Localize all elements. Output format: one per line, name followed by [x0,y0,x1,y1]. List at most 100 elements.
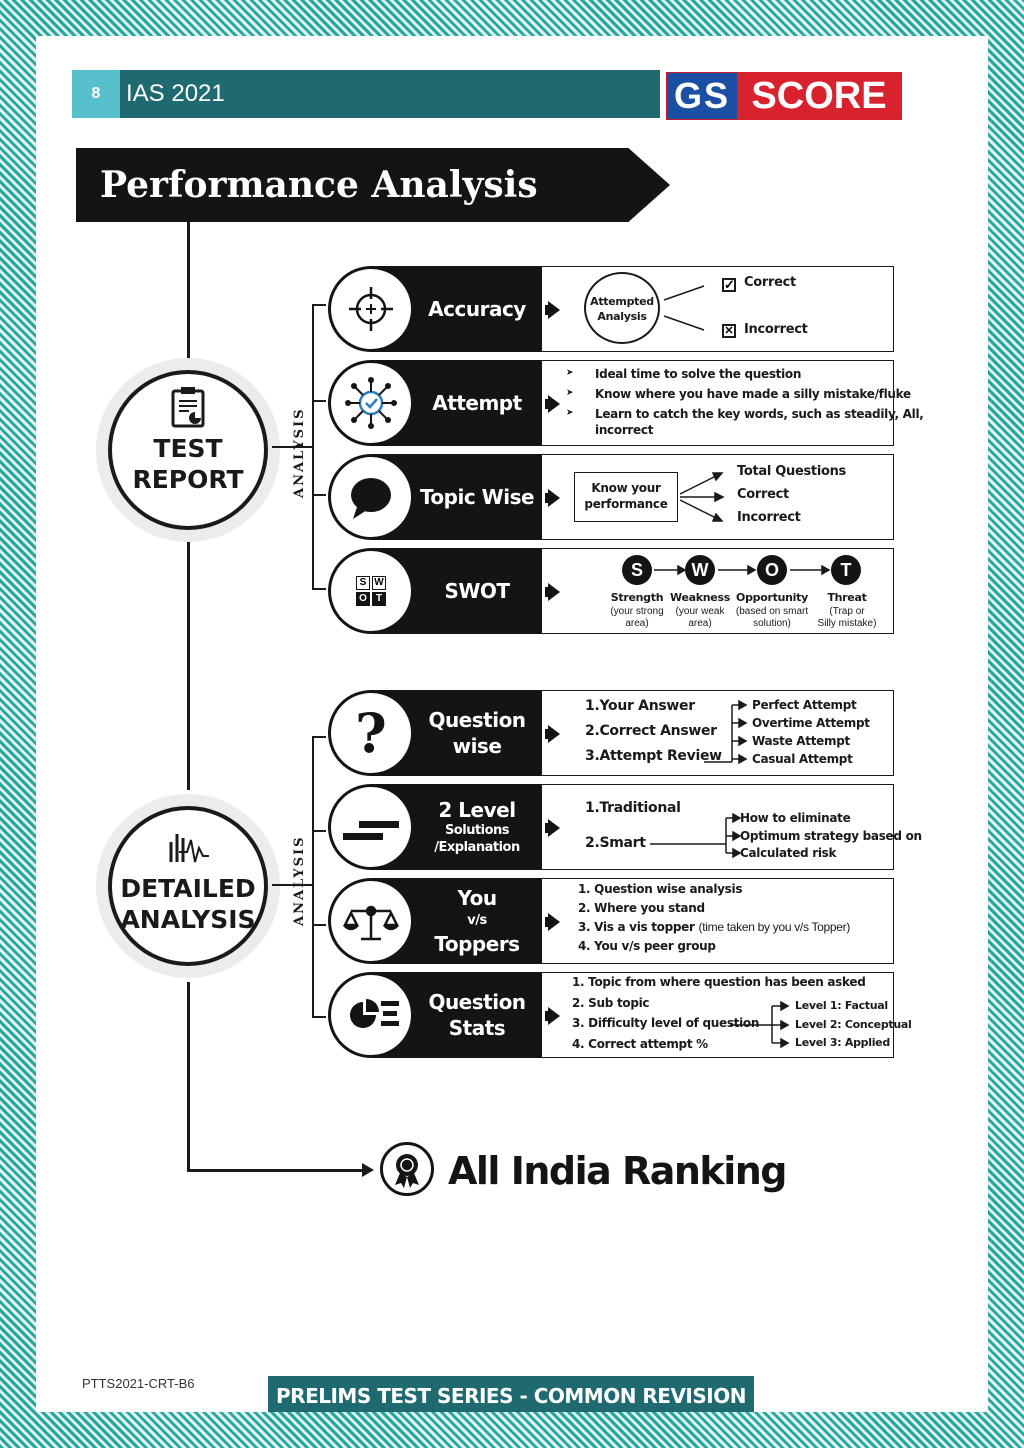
title-banner [76,148,670,222]
toppers-item: 1. Question wise analysis [578,882,743,896]
attempt-bullet: Learn to catch the key words, such as st… [595,407,924,421]
row-toppers: You v/s Toppers 1. Question wise analysi… [328,878,894,964]
two-level-label: 2 Level Solutions /Explanation [434,798,520,855]
attempt-label: Attempt [432,391,522,415]
swot-name: Opportunity [736,591,808,604]
branch-tick [312,1016,326,1018]
topic-item: Total Questions [737,464,846,479]
swot-icon-letter: T [372,592,386,606]
qw-item: 2.Correct Answer [585,723,717,739]
branch-line [312,736,314,1018]
incorrect-label: Incorrect [744,322,808,337]
connector-line [187,1169,365,1172]
swot-name: Strength [610,591,664,604]
swot-desc: solution) [753,618,791,629]
branch-tick [312,830,326,832]
page: 8 IAS 2021 GS SCORE Performance Analysis… [36,36,988,1412]
toppers-item: 4. You v/s peer group [578,939,716,953]
checkbox-cross-icon: ✕ [722,324,736,338]
stats-level: Level 3: Applied [795,1036,890,1049]
swot-grid-icon: S W O T [329,549,413,633]
stats-item: 2. Sub topic [572,996,650,1010]
waveform-icon [169,834,209,863]
swot-desc: (based on smart [735,606,809,617]
swot-o-badge: O [757,555,787,585]
two-level-outcome: How to eliminate [740,811,851,825]
know-performance-box [574,472,678,522]
two-level-item: 1.Traditional [585,800,681,816]
page-title: Performance Analysis [100,164,538,206]
arrow-icon [548,489,560,507]
logo-gs: GS [667,73,737,119]
analysis-side-label: ANALYSIS [292,407,307,498]
crosshair-icon [329,267,413,351]
swot-icon-letter: S [356,576,370,590]
outcome-bracket [704,699,748,765]
attempted-analysis-circle [584,272,660,344]
levels-bars-icon [329,785,413,869]
topic-wise-label: Topic Wise [419,485,535,509]
connector-line [187,222,190,362]
branch-line [272,446,312,448]
bullet-icon: ➤ [566,368,574,378]
toppers-item: 2. Where you stand [578,901,705,915]
document-code: PTTS2021-CRT-B6 [82,1376,195,1391]
toppers-label: You v/s Toppers [434,886,520,956]
award-ribbon-icon [380,1142,434,1196]
speech-bubble-icon [329,455,413,539]
stats-item: 3. Difficulty level of question [572,1016,760,1030]
two-level-outcome: Optimum strategy based on [740,829,922,843]
logo-score: SCORE [737,73,901,119]
bullet-icon: ➤ [566,388,574,398]
attempt-bullet: Know where you have made a silly mistake… [595,387,911,401]
level-bracket [730,1000,790,1049]
arrow-icon [548,725,560,743]
row-accuracy: Accuracy Attempted Analysis ✓ Correct ✕ … [328,266,894,352]
two-level-item: 2.Smart [585,835,646,851]
arrow-icon [548,301,560,319]
row-topic-wise: Topic Wise Know your performance Total Q… [328,454,894,540]
network-check-icon [329,361,413,445]
stats-level: Level 1: Factual [795,999,888,1012]
qw-item: 3.Attempt Review [585,748,722,764]
know-performance-label: Know your performance [584,481,668,511]
branch-tick [312,304,326,306]
swot-desc: (your weak [675,606,725,617]
swot-desc: (Trap or [829,606,865,617]
connector-line [187,982,190,1172]
branch-arrows [663,285,705,331]
header-title: IAS 2021 [126,80,225,107]
balance-scale-icon [329,879,413,963]
attempt-bullet: Ideal time to solve the question [595,367,802,381]
stats-item: 4. Correct attempt % [572,1037,708,1051]
swot-s-badge: S [622,555,652,585]
swot-label: SWOT [444,579,510,603]
page-number: 8 [72,70,120,118]
accuracy-label: Accuracy [428,297,526,321]
arrow-icon [548,395,560,413]
stats-item: 1. Topic from where question has been as… [572,975,866,989]
question-mark-icon: ? [329,691,413,775]
ranking-arrow-icon [362,1163,374,1177]
arrow-icon [548,819,560,837]
footer-banner: PRELIMS TEST SERIES - COMMON REVISION TE… [268,1376,754,1412]
two-level-outcome: Calculated risk [740,846,837,860]
gs-score-logo: GS SCORE [666,72,902,120]
topic-item: Incorrect [737,510,801,525]
attempted-analysis-label: Attempted Analysis [590,295,654,323]
qw-outcome: Waste Attempt [752,734,850,748]
report-clipboard-icon [171,387,205,428]
swot-name: Threat [827,591,867,604]
branch-tick [312,588,326,590]
arrow-icon [548,1007,560,1025]
swot-desc: area) [688,618,712,629]
topic-item: Correct [737,487,789,502]
row-attempt: Attempt ➤ Ideal time to solve the questi… [328,360,924,446]
pie-list-icon [329,973,413,1057]
fan-arrows [679,472,725,522]
